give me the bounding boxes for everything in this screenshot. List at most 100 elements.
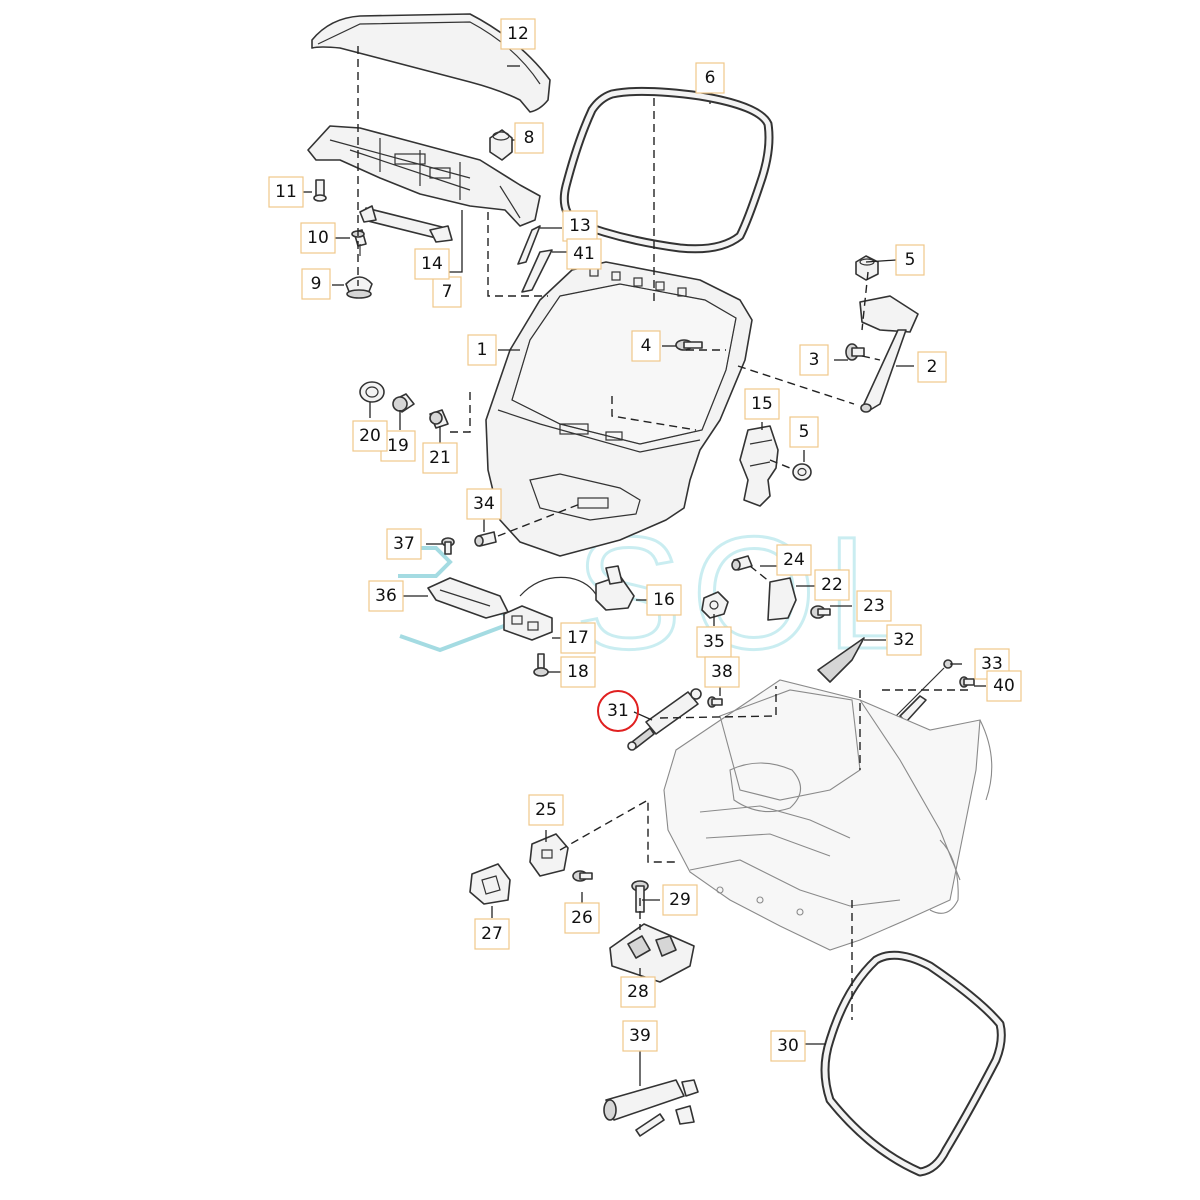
callout-6: 6: [695, 62, 725, 94]
callout-number: 1: [477, 340, 488, 360]
bushing-21: [429, 409, 449, 429]
callout-10: 10: [300, 222, 336, 254]
callout-number: 20: [359, 426, 381, 446]
callout-12: 12: [500, 18, 536, 50]
cover-22: [767, 577, 797, 621]
callout-number: 6: [705, 68, 716, 88]
callout-box: [301, 268, 331, 300]
bolt-4: [675, 339, 703, 351]
bolt-18: [533, 653, 549, 677]
callout-number: 11: [275, 182, 297, 202]
actuator-16: [519, 565, 635, 611]
callout-number: 30: [777, 1036, 799, 1056]
callout-number: 35: [703, 632, 725, 652]
callout-25: 25: [528, 794, 564, 826]
callout-21: 21: [422, 442, 458, 474]
callout-box: [300, 222, 336, 254]
callout-number: 12: [507, 24, 529, 44]
callout-box: [695, 62, 725, 94]
strip-41: [521, 249, 553, 293]
gas-strut-31: [627, 688, 702, 751]
callout-box: [500, 18, 536, 50]
callout-number: 9: [311, 274, 322, 294]
callout-number: 19: [387, 436, 409, 456]
callout-39: 39: [622, 1020, 658, 1052]
trim-27: [469, 863, 511, 905]
callout-number: 29: [669, 890, 691, 910]
callout-box: [646, 584, 682, 616]
callout-box: [620, 976, 656, 1008]
watermark-logo-top: [398, 546, 453, 578]
callout-box: [368, 580, 404, 612]
bushing-19: [392, 393, 415, 413]
callout-labels: 1234556789101112131415161718192021222324…: [268, 18, 1022, 1062]
callout-box: [528, 794, 564, 826]
callout-number: 3: [809, 350, 820, 370]
callout-number: 25: [535, 800, 557, 820]
callout-number: 37: [393, 534, 415, 554]
lock-17: [503, 605, 553, 641]
callout-box: [886, 624, 922, 656]
callout-28: 28: [620, 976, 656, 1008]
bolt-10: [351, 229, 367, 256]
screw-37: [441, 537, 455, 555]
callout-24: 24: [776, 544, 812, 576]
stud-38: [707, 696, 723, 708]
callout-box: [895, 244, 925, 276]
handle-36: [427, 577, 509, 619]
callout-box: [696, 626, 732, 658]
callout-37: 37: [386, 528, 422, 560]
callout-34: 34: [466, 488, 502, 520]
highlight-circle: [597, 690, 639, 732]
callout-35: 35: [696, 626, 732, 658]
callout-number: 31: [607, 701, 629, 721]
callout-box: [704, 656, 740, 688]
callout-8: 8: [514, 122, 544, 154]
callout-number: 17: [567, 628, 589, 648]
callout-30: 30: [770, 1030, 806, 1062]
callout-41: 41: [566, 238, 602, 270]
callout-40: 40: [986, 670, 1022, 702]
callout-1: 1: [467, 334, 497, 366]
callout-number: 8: [524, 128, 535, 148]
callout-box: [566, 238, 602, 270]
callout-29: 29: [662, 884, 698, 916]
trim-32: [817, 637, 865, 683]
stud-40: [959, 676, 975, 688]
callout-32: 32: [886, 624, 922, 656]
buffer-24: [731, 555, 753, 571]
striker-28: [609, 923, 695, 983]
callout-number: 36: [375, 586, 397, 606]
callout-number: 16: [653, 590, 675, 610]
callout-number: 39: [629, 1026, 651, 1046]
callout-13: 13: [562, 210, 598, 242]
callout-15: 15: [744, 388, 780, 420]
callout-number: 27: [481, 924, 503, 944]
callout-27: 27: [474, 918, 510, 950]
callout-box: [986, 670, 1022, 702]
callout-9: 9: [301, 268, 331, 300]
clip-35: [701, 591, 729, 619]
callout-box: [622, 1020, 658, 1052]
tailgate: [485, 261, 753, 557]
callout-number: 22: [821, 575, 843, 595]
callout-2: 2: [917, 351, 947, 383]
callout-number: 24: [783, 550, 805, 570]
callout-box: [770, 1030, 806, 1062]
hinge-2: [859, 295, 919, 413]
callout-number: 18: [567, 662, 589, 682]
callout-box: [386, 528, 422, 560]
screw-11: [313, 179, 327, 202]
window-seal: [559, 86, 774, 254]
vehicle-body: [663, 679, 993, 951]
callout-36: 36: [368, 580, 404, 612]
grease-tube-39: [603, 1079, 699, 1137]
cap-20: [359, 381, 385, 403]
callout-number: 28: [627, 982, 649, 1002]
nut-5-mid: [792, 463, 812, 481]
callout-number: 13: [569, 216, 591, 236]
callout-number: 14: [421, 254, 443, 274]
callout-number: 26: [571, 908, 593, 928]
callout-box: [514, 122, 544, 154]
